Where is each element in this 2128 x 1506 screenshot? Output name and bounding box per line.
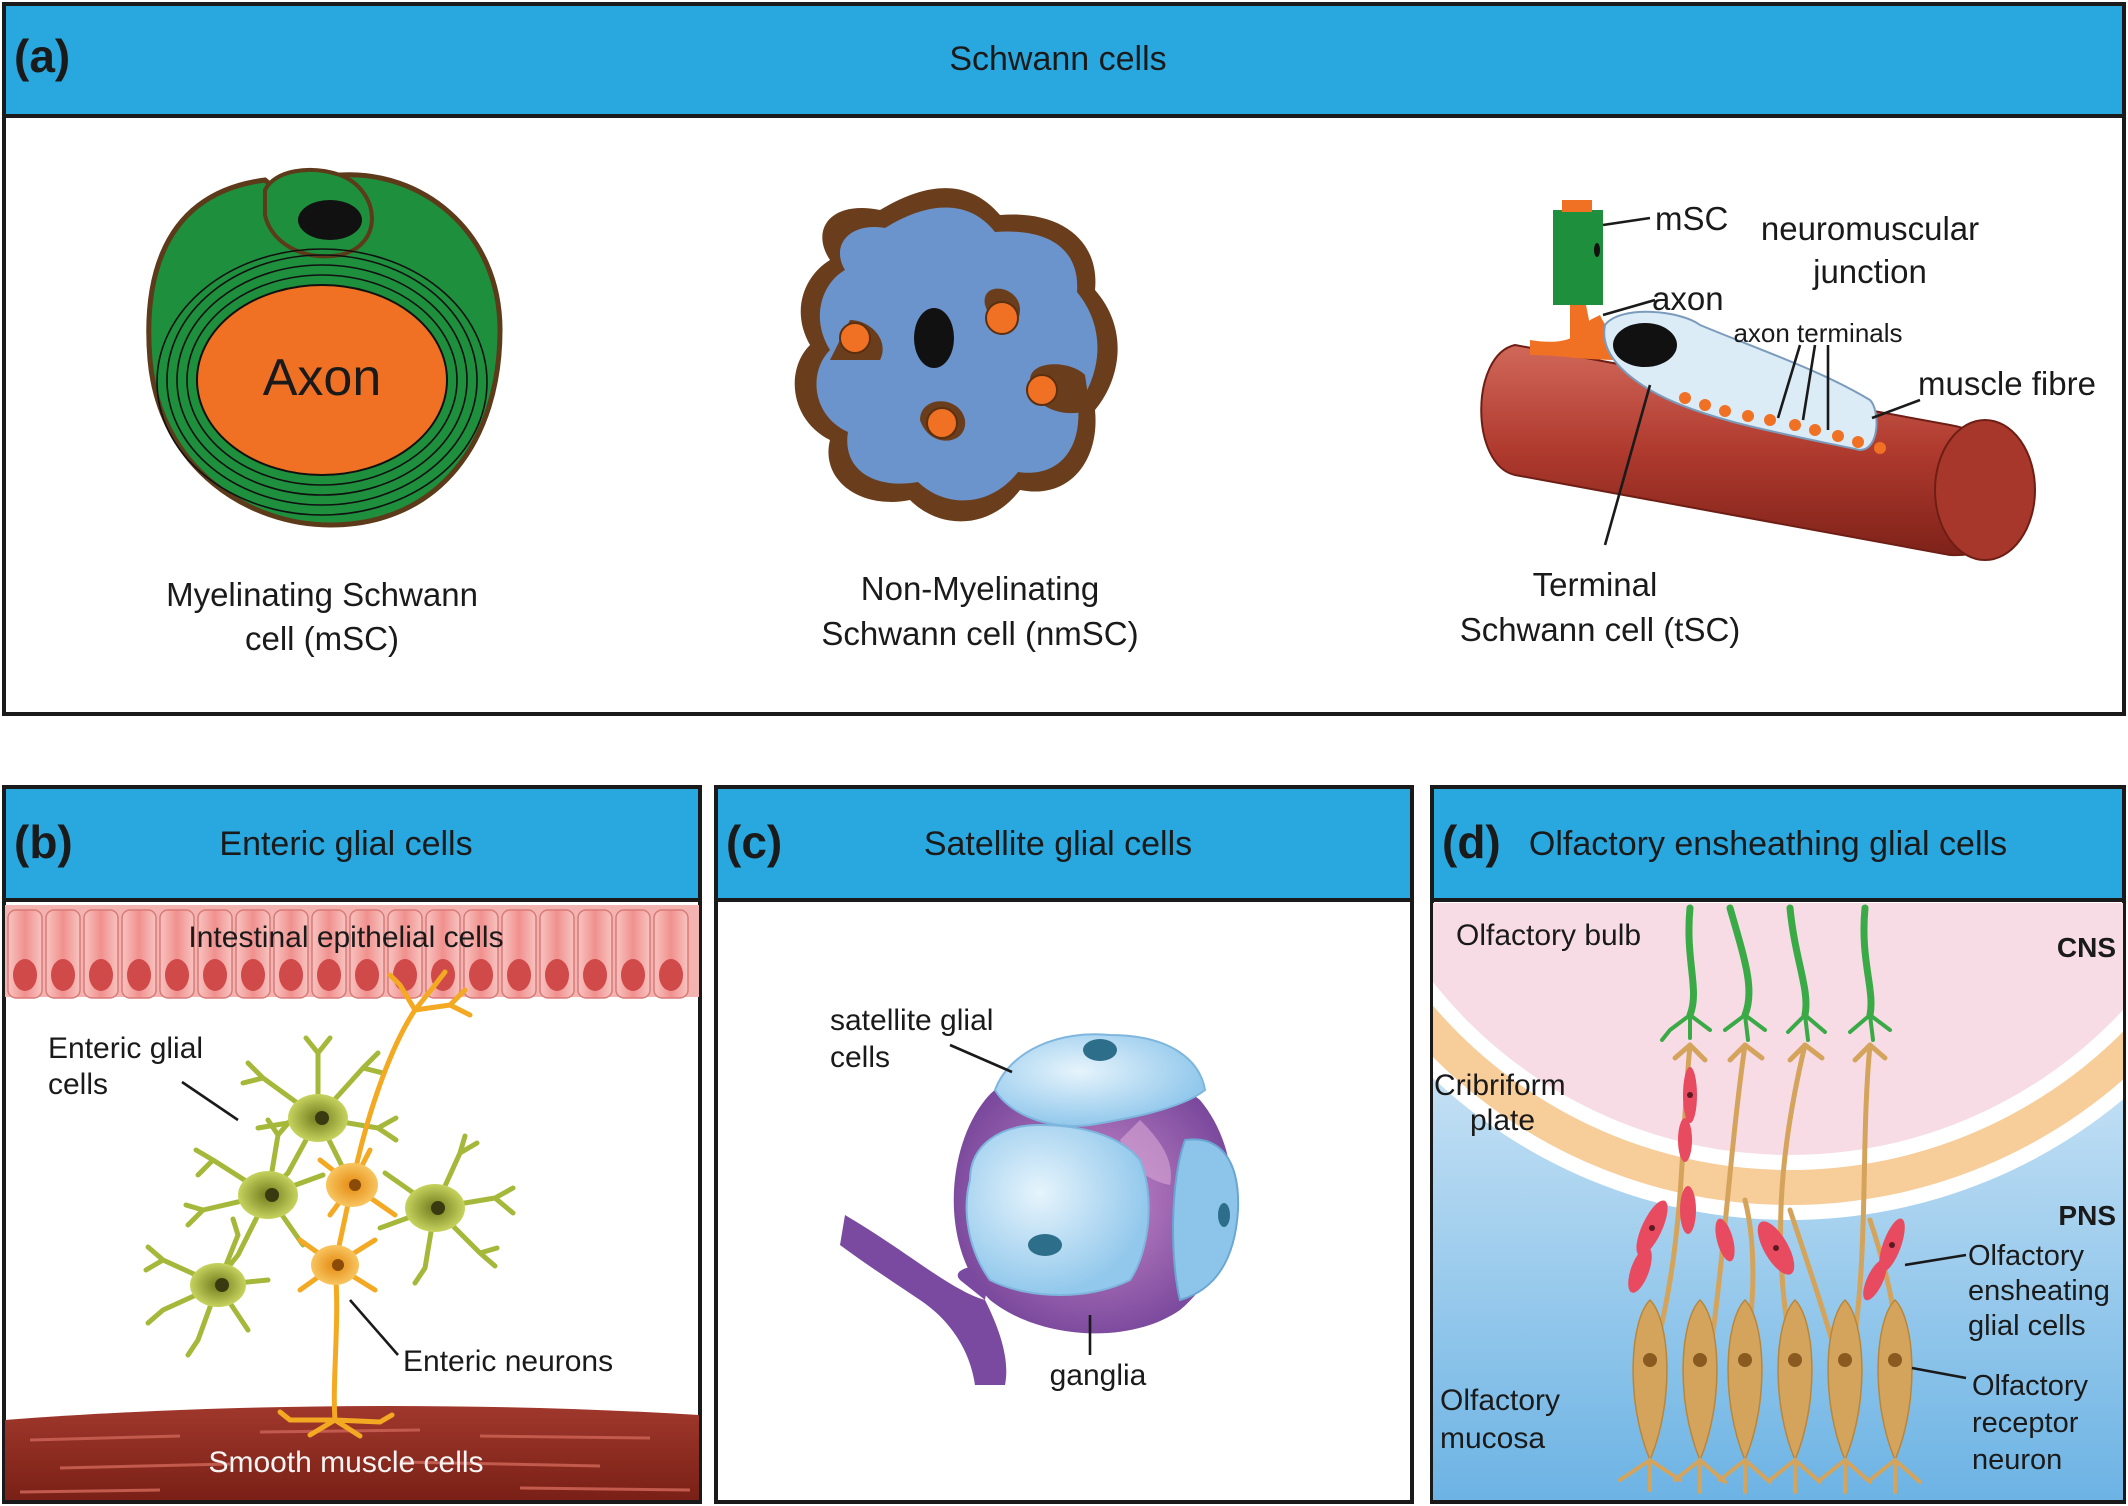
label-muscle-fibre: muscle fibre — [1918, 365, 2096, 402]
panel-b: (b) Enteric glial cells Intestinal epith… — [2, 785, 702, 1504]
label-cribriform-line1: Cribriform — [1434, 1069, 1566, 1102]
panel-a-title: Schwann cells — [949, 40, 1166, 78]
label-orn-line2: receptor — [1972, 1407, 2079, 1439]
nmSC-caption-line2: Schwann cell (nmSC) — [821, 615, 1138, 652]
panel-c-header — [714, 785, 1414, 902]
panel-b-title: Enteric glial cells — [219, 825, 472, 863]
panel-d-letter: (d) — [1442, 816, 1501, 868]
mSC-nucleus — [298, 200, 362, 240]
mSC-caption-line2: cell (mSC) — [245, 620, 399, 657]
olfactory-diagram — [1433, 903, 2123, 1500]
panel-a-letter: (a) — [14, 30, 70, 82]
nmSC-caption-line1: Non-Myelinating — [861, 570, 1099, 607]
panel-c-letter: (c) — [726, 816, 782, 868]
panel-a: (a) Schwann cells Axon Myelinating Schwa… — [2, 2, 2126, 716]
label-mucosa-line1: Olfactory — [1440, 1384, 1560, 1417]
label-nmj-line2: junction — [1812, 253, 1927, 290]
mSC-on-axon — [1553, 210, 1603, 305]
myelinating-schwann-cell: Axon — [146, 168, 503, 528]
intestinal-epithelium — [5, 905, 699, 999]
axon-label: Axon — [263, 349, 382, 407]
non-myelinating-schwann-cell — [794, 188, 1118, 522]
label-oec-line2: ensheating — [1968, 1275, 2110, 1307]
terminal-schwann-cell-diagram — [1480, 200, 2036, 561]
panel-c-title: Satellite glial cells — [924, 825, 1192, 863]
mSC-caption-line1: Myelinating Schwann — [166, 576, 478, 613]
panel-c: (c) Satellite glial cells satellite glia… — [714, 785, 1414, 1504]
label-orn-line1: Olfactory — [1972, 1370, 2089, 1402]
label-axon-terminals: axon terminals — [1733, 318, 1902, 348]
panel-b-letter: (b) — [14, 816, 73, 868]
label-glial-line1: Enteric glial — [48, 1032, 203, 1065]
panel-b-header — [2, 785, 702, 902]
label-msc: mSC — [1655, 200, 1728, 237]
tSC-caption-line1: Terminal — [1533, 566, 1658, 603]
panel-d: (d) Olfactory ensheathing glial cells Ol… — [1430, 785, 2126, 1504]
label-epithelial: Intestinal epithelial cells — [188, 921, 503, 954]
label-pns: PNS — [2058, 1200, 2116, 1231]
label-nmj-line1: neuromuscular — [1761, 210, 1979, 247]
label-glial-line2: cells — [48, 1068, 108, 1101]
panel-a-header — [2, 2, 2126, 118]
label-cribriform-line2: plate — [1470, 1104, 1535, 1137]
enteric-glial-cells — [143, 1035, 516, 1358]
tSC-caption-line2: Schwann cell (tSC) — [1460, 611, 1741, 648]
nmSC-nucleus — [914, 308, 954, 368]
smooth-muscle-layer — [5, 1405, 699, 1500]
panel-d-header — [1430, 785, 2126, 902]
label-satellite-line2: cells — [830, 1041, 890, 1074]
satellite-ganglion-diagram — [840, 1033, 1240, 1385]
label-mucosa-line2: mucosa — [1440, 1422, 1545, 1455]
label-bulb: Olfactory bulb — [1456, 919, 1641, 952]
label-enteric-neurons: Enteric neurons — [403, 1345, 613, 1378]
label-cns: CNS — [2057, 932, 2116, 963]
label-ganglia: ganglia — [1050, 1359, 1147, 1392]
label-oec-line1: Olfactory — [1968, 1240, 2085, 1272]
label-smooth-muscle: Smooth muscle cells — [208, 1446, 483, 1479]
panel-d-title: Olfactory ensheathing glial cells — [1529, 825, 2007, 863]
label-satellite-line1: satellite glial — [830, 1004, 993, 1037]
label-axon: axon — [1652, 280, 1724, 317]
label-oec-line3: glial cells — [1968, 1310, 2086, 1342]
label-orn-line3: neuron — [1972, 1444, 2062, 1476]
